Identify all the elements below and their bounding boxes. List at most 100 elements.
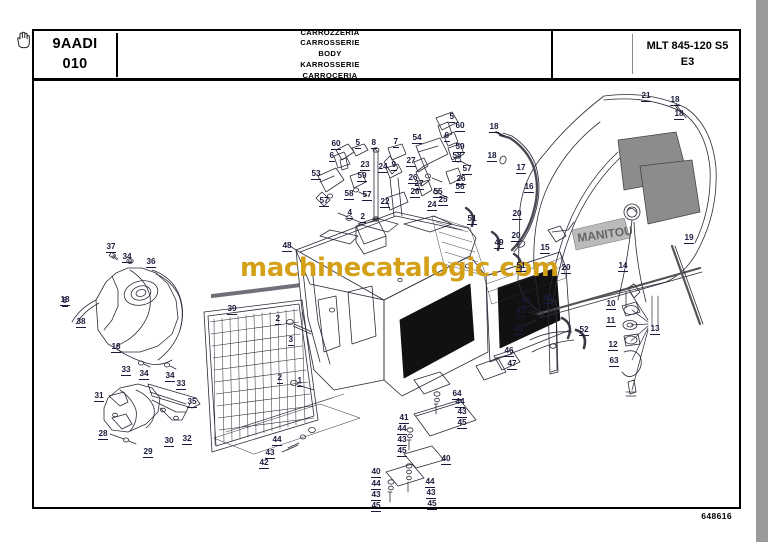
callout-18: 18 — [670, 95, 681, 106]
callout-43: 43 — [516, 306, 527, 317]
callout-48: 48 — [282, 241, 293, 252]
callout-43: 43 — [371, 490, 382, 501]
callout-51: 51 — [516, 261, 527, 272]
callout-34: 34 — [122, 252, 133, 263]
callout-18: 18 — [489, 122, 500, 133]
callout-20: 20 — [561, 263, 572, 274]
callout-45: 45 — [427, 499, 438, 510]
hand-cursor-icon — [17, 31, 30, 49]
callout-20: 20 — [512, 209, 523, 220]
heading-es: CARROCERIA — [302, 70, 358, 80]
callout-57: 57 — [462, 164, 473, 175]
callout-5: 5 — [355, 138, 361, 149]
callout-17: 17 — [516, 163, 527, 174]
callout-18: 18 — [111, 342, 122, 353]
callout-4: 4 — [347, 208, 353, 219]
watermark: machinecatalogic.com — [240, 253, 559, 283]
callout-41: 41 — [399, 413, 410, 424]
callout-44: 44 — [371, 479, 382, 490]
callout-60: 60 — [331, 139, 342, 150]
callout-43: 43 — [397, 435, 408, 446]
callout-9: 9 — [391, 160, 397, 171]
callout-44: 44 — [455, 397, 466, 408]
callout-36: 36 — [146, 257, 157, 268]
callout-57: 57 — [362, 190, 373, 201]
callout-61: 61 — [521, 296, 532, 307]
callout-42: 42 — [259, 458, 270, 469]
drawing-frame — [32, 81, 741, 509]
callout-34: 34 — [165, 371, 176, 382]
callout-56: 56 — [455, 182, 466, 193]
callout-44: 44 — [272, 435, 283, 446]
callout-46: 46 — [504, 346, 515, 357]
model-divider — [632, 34, 634, 74]
section-code: 9AADI — [52, 35, 98, 52]
callout-45: 45 — [371, 501, 382, 512]
callout-5: 5 — [449, 112, 455, 123]
callout-27: 27 — [414, 179, 425, 190]
title-block-rule — [32, 78, 741, 81]
callout-40: 40 — [371, 467, 382, 478]
callout-14: 14 — [618, 261, 629, 272]
heading-en: BODY — [318, 49, 342, 59]
callout-64: 64 — [452, 389, 463, 400]
section-code-cell: 9AADI 010 — [36, 31, 114, 78]
callout-2: 2 — [277, 373, 283, 384]
callout-26: 26 — [456, 174, 467, 185]
callout-58: 58 — [452, 151, 463, 162]
callout-31: 31 — [94, 391, 105, 402]
callout-15: 15 — [540, 243, 551, 254]
callout-35: 35 — [187, 397, 198, 408]
callout-42: 42 — [514, 324, 525, 335]
callout-52: 52 — [579, 325, 590, 336]
emission-standard: E3 — [680, 55, 695, 68]
callout-34: 34 — [139, 369, 150, 380]
callout-62: 62 — [543, 293, 554, 304]
callout-33: 33 — [176, 379, 187, 390]
model-cell: MLT 845-120 S5 E3 — [636, 31, 739, 78]
heading-it: CARROZZERIA — [300, 27, 360, 37]
title-divider-right — [551, 29, 554, 79]
callout-39: 39 — [227, 304, 238, 315]
callout-40: 40 — [441, 454, 452, 465]
callout-44: 44 — [425, 477, 436, 488]
callout-55: 55 — [433, 187, 444, 198]
model-name: MLT 845-120 S5 — [646, 40, 729, 53]
callout-11: 11 — [606, 316, 616, 327]
callout-43: 43 — [426, 488, 437, 499]
callout-6: 6 — [444, 131, 450, 142]
page-code: 010 — [62, 55, 88, 72]
callout-10: 10 — [606, 299, 617, 310]
callout-7: 7 — [393, 137, 399, 148]
callout-19: 19 — [684, 233, 695, 244]
callout-58: 58 — [344, 189, 355, 200]
callout-25: 25 — [438, 195, 449, 206]
callout-13: 13 — [650, 324, 661, 335]
callout-18: 18 — [487, 151, 498, 162]
callout-45: 45 — [457, 418, 468, 429]
callout-59: 59 — [455, 142, 466, 153]
callout-47: 47 — [507, 359, 518, 370]
callout-24: 24 — [427, 200, 438, 211]
callout-29: 29 — [143, 447, 154, 458]
callout-27: 27 — [406, 156, 417, 167]
vertical-scrollbar[interactable] — [756, 0, 768, 542]
callout-8: 8 — [62, 296, 68, 307]
callout-57: 57 — [319, 196, 330, 207]
callout-63: 63 — [609, 356, 620, 367]
title-divider-left — [116, 33, 118, 77]
callout-28: 28 — [98, 429, 109, 440]
callout-16: 16 — [524, 182, 535, 193]
heading-de: KARROSSERIE — [300, 59, 360, 69]
callout-45: 45 — [397, 446, 408, 457]
section-headings: CARROZZERIA CARROSSERIE BODY KARROSSERIE… — [120, 27, 540, 80]
callout-6: 6 — [329, 151, 335, 162]
callout-3: 3 — [288, 335, 294, 346]
callout-53: 53 — [311, 169, 322, 180]
callout-22: 22 — [380, 197, 391, 208]
callout-38: 38 — [76, 317, 87, 328]
callout-37: 37 — [106, 242, 117, 253]
callout-33: 33 — [121, 365, 132, 376]
callout-1: 1 — [297, 376, 303, 387]
